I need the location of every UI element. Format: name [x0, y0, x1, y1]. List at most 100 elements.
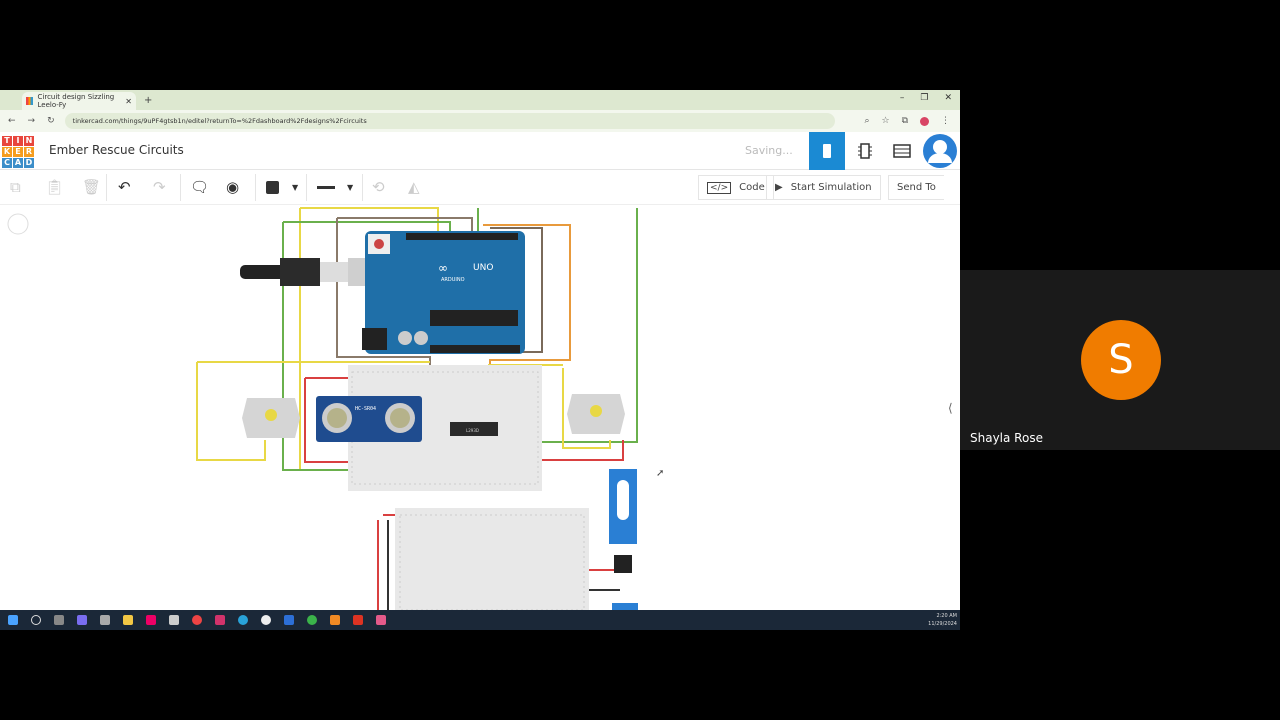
logo-letter: T — [2, 136, 12, 146]
dc-motor-right[interactable] — [567, 394, 625, 434]
logo-letter: I — [13, 136, 23, 146]
calculator-icon[interactable] — [100, 615, 110, 625]
code-label: Code — [739, 182, 765, 193]
schematic-view-button[interactable] — [847, 132, 883, 170]
browser-tab[interactable]: Circuit design Sizzling Leelo-Fy ✕ — [22, 92, 136, 110]
task-view-icon[interactable] — [54, 615, 64, 625]
zoom-icon[interactable]: ⌕ — [864, 116, 870, 126]
usb-cable — [240, 258, 368, 286]
tinkercad-favicon — [26, 97, 33, 105]
collapse-panel-icon[interactable]: ⟨ — [948, 401, 953, 415]
sensor-label: HC-SR04 — [355, 406, 376, 412]
logo-letter: A — [13, 158, 23, 168]
driver-label: L293D — [466, 428, 479, 433]
logo-letter: E — [13, 147, 23, 157]
start-icon[interactable] — [8, 615, 18, 625]
copy-icon[interactable]: ⧉ — [10, 178, 21, 196]
mouse-cursor: ➚ — [656, 468, 664, 479]
acrobat-icon[interactable] — [353, 615, 363, 625]
file-explorer-icon[interactable] — [123, 615, 133, 625]
copilot-icon[interactable] — [77, 615, 87, 625]
app-icon[interactable] — [307, 615, 317, 625]
app-icon[interactable] — [330, 615, 340, 625]
arduino-logo: ∞ — [438, 261, 448, 275]
restore-button[interactable]: ❐ — [920, 93, 929, 103]
chrome-profile-icon[interactable] — [376, 615, 386, 625]
code-icon: </> — [707, 181, 732, 194]
reload-icon[interactable]: ↻ — [47, 116, 55, 126]
app-icon[interactable] — [146, 615, 156, 625]
play-icon: ▶ — [775, 182, 783, 193]
fit-view-icon[interactable] — [7, 213, 29, 235]
close-window-button[interactable]: ✕ — [944, 93, 952, 103]
browser-window: Circuit design Sizzling Leelo-Fy✕ + –❐✕ … — [0, 90, 960, 630]
code-button[interactable]: </> Code — [698, 175, 774, 200]
redo-icon[interactable]: ↷ — [153, 178, 166, 196]
flip-icon[interactable]: ◭ — [408, 178, 420, 196]
component-list-button[interactable] — [884, 132, 920, 170]
save-status: Saving... — [745, 144, 793, 157]
bookmark-star-icon[interactable]: ☆ — [881, 116, 890, 126]
chevron-down-icon[interactable]: ▼ — [347, 183, 354, 192]
system-clock[interactable]: 2:20 AM 11/29/2024 — [928, 612, 957, 628]
chrome-icon[interactable] — [192, 615, 202, 625]
extensions-icon[interactable]: ⧉ — [901, 116, 908, 126]
dc-motor-left[interactable] — [242, 398, 300, 438]
editor-toolbar: ⧉ 📋︎ 🗑︎ ↶ ↷ 🗨︎ ◉ ▼ ▼ ⟲ ◭ </> Code ▶ Start … — [0, 170, 960, 205]
close-tab-icon[interactable]: ✕ — [125, 96, 132, 106]
ultrasonic-sensor[interactable]: HC-SR04 — [316, 396, 422, 442]
undo-icon[interactable]: ↶ — [118, 178, 131, 196]
edge-icon[interactable] — [238, 615, 248, 625]
start-simulation-button[interactable]: ▶ Start Simulation — [766, 175, 881, 200]
view-notes-icon[interactable]: ◉ — [226, 178, 240, 196]
clock-date: 11/29/2024 — [928, 621, 957, 627]
app-icon[interactable] — [169, 615, 179, 625]
arduino-brand: ARDUINO — [441, 277, 465, 283]
arduino-model-label: UNO — [473, 263, 493, 273]
rotate-icon[interactable]: ⟲ — [372, 178, 385, 196]
participant-avatar: S — [1081, 320, 1161, 400]
circuit-canvas[interactable]: ∞ ARDUINO UNO HC-SR04 L293D ➚ ⟨ — [0, 205, 960, 611]
participant-tile: S Shayla Rose — [960, 270, 1280, 450]
send-to-label: Send To — [897, 182, 936, 193]
profile-icon[interactable] — [920, 116, 929, 126]
logo-letter: K — [2, 147, 12, 157]
minimize-button[interactable]: – — [899, 93, 905, 103]
circuit-view-button[interactable] — [809, 132, 845, 170]
breadboard-bottom[interactable] — [395, 508, 589, 611]
app-icon[interactable] — [284, 615, 294, 625]
forward-icon[interactable]: → — [27, 116, 36, 126]
url-input[interactable]: tinkercad.com/things/9uPF4gtsb1n/editel?… — [64, 113, 835, 129]
chevron-down-icon[interactable]: ▼ — [292, 183, 299, 192]
new-tab-button[interactable]: + — [144, 94, 153, 106]
start-simulation-label: Start Simulation — [790, 182, 872, 193]
arduino-uno-board[interactable]: ∞ ARDUINO UNO — [362, 231, 525, 354]
paste-icon[interactable]: 📋︎ — [45, 178, 65, 196]
tab-title: Circuit design Sizzling Leelo-Fy — [37, 93, 115, 109]
participant-name: Shayla Rose — [970, 431, 1043, 445]
windows-taskbar: 2:20 AM 11/29/2024 — [0, 610, 960, 630]
motor-driver-ic[interactable]: L293D — [450, 422, 498, 436]
logo-letter: R — [24, 147, 34, 157]
clock-time: 2:20 AM — [936, 613, 957, 619]
menu-icon[interactable]: ⋮ — [941, 116, 950, 126]
address-bar-row: ← → ↻ tinkercad.com/things/9uPF4gtsb1n/edi… — [0, 110, 960, 132]
search-icon[interactable] — [31, 615, 41, 625]
chip-icon — [823, 144, 831, 158]
delete-icon[interactable]: 🗑︎ — [82, 178, 102, 196]
settings-icon[interactable] — [261, 615, 271, 625]
wire-type-button[interactable] — [317, 186, 335, 189]
servo-motor[interactable] — [609, 469, 638, 610]
user-avatar[interactable] — [923, 134, 957, 168]
logo-letter: D — [24, 158, 34, 168]
back-icon[interactable]: ← — [8, 116, 16, 126]
send-to-button[interactable]: Send To — [888, 175, 944, 200]
design-title[interactable]: Ember Rescue Circuits — [49, 143, 184, 157]
color-picker-button[interactable] — [266, 181, 279, 194]
schematic-chip-icon — [858, 143, 872, 159]
app-icon[interactable] — [215, 615, 225, 625]
list-icon — [893, 144, 911, 158]
note-icon[interactable]: 🗨︎ — [190, 178, 210, 196]
